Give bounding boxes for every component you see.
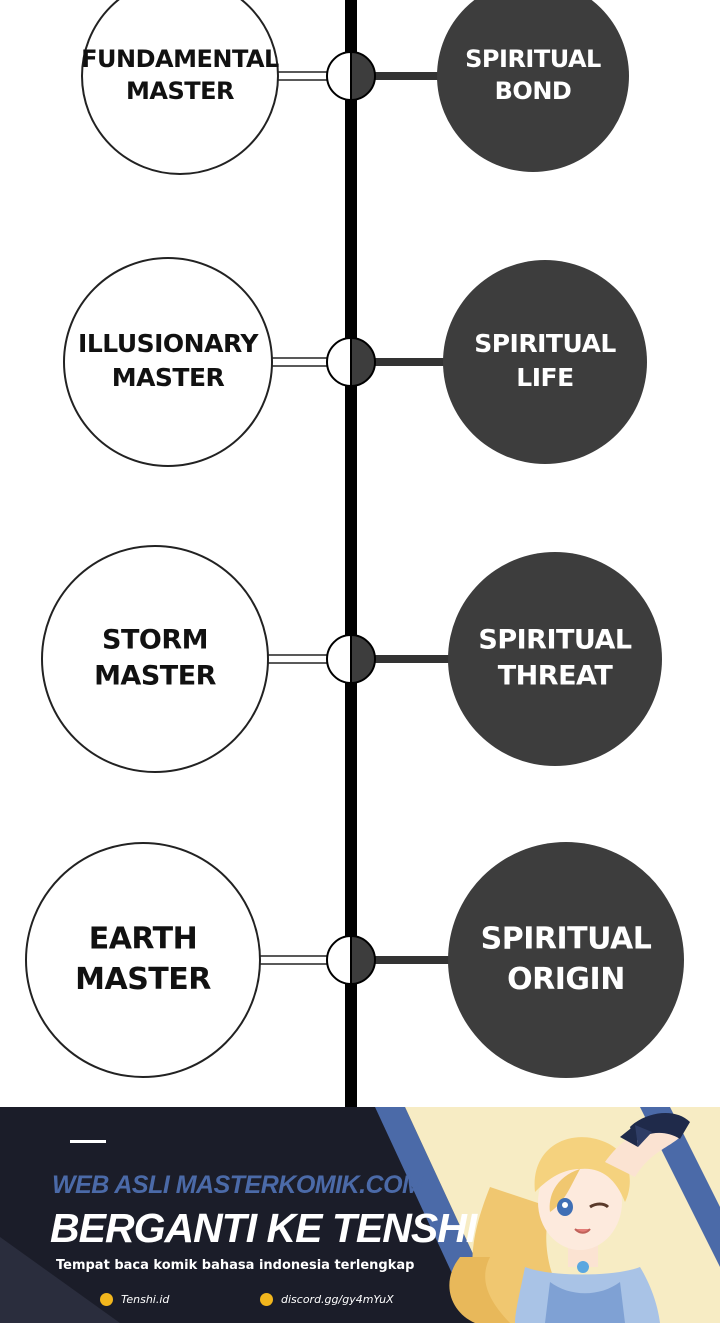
master-circle <box>41 545 269 773</box>
spiritual-circle <box>448 842 684 1078</box>
spiritual-circle <box>437 0 629 172</box>
junction-node-left <box>326 50 352 102</box>
master-circle <box>81 0 279 175</box>
tenshi-link[interactable]: Tenshi.id <box>100 1293 169 1306</box>
spiritual-label: ORIGIN <box>507 962 625 997</box>
junction-node-left <box>326 336 352 388</box>
banner-tagline: Tempat baca komik bahasa indonesia terle… <box>56 1258 415 1273</box>
diagram-rows: FUNDAMENTAL MASTER SPIRITUAL BOND ILLUSIONAR… <box>25 0 684 1078</box>
hierarchy-diagram: FUNDAMENTAL MASTER SPIRITUAL BOND ILLUSIONAR… <box>25 0 684 1107</box>
master-label: FUNDAMENTAL <box>81 45 279 73</box>
junction-node-right <box>350 934 376 986</box>
master-label: STORM <box>102 624 208 655</box>
master-label: EARTH <box>89 921 198 956</box>
junction-node-right <box>350 336 376 388</box>
diagram-row: ILLUSIONARY MASTER SPIRITUAL LIFE <box>63 257 647 467</box>
banner-dash <box>70 1140 106 1143</box>
junction-node-left <box>326 633 352 685</box>
banner-web-text: WEB ASLI MASTERKOMIK.COM <box>52 1171 423 1199</box>
right-connector <box>351 72 441 80</box>
spiritual-label: SPIRITUAL <box>474 329 616 358</box>
timeline-spine <box>345 0 357 1107</box>
promo-banner: WEB ASLI MASTERKOMIK.COM BERGANTI KE TEN… <box>0 1107 720 1323</box>
right-connector <box>351 358 447 366</box>
diagram-row: STORM MASTER SPIRITUAL THREAT <box>41 545 662 773</box>
discord-link[interactable]: discord.gg/gy4mYuX <box>260 1293 394 1306</box>
spiritual-label: THREAT <box>498 661 614 692</box>
master-label: MASTER <box>94 661 217 692</box>
right-connector <box>351 956 452 964</box>
spiritual-label: SPIRITUAL <box>478 624 632 655</box>
diagram-row: EARTH MASTER SPIRITUAL ORIGIN <box>25 842 684 1078</box>
spiritual-label: SPIRITUAL <box>481 921 652 956</box>
diagram-row: FUNDAMENTAL MASTER SPIRITUAL BOND <box>81 0 629 175</box>
master-label: MASTER <box>112 363 225 392</box>
master-label: ILLUSIONARY <box>78 329 259 358</box>
master-label: MASTER <box>75 962 211 997</box>
junction-node-right <box>350 50 376 102</box>
spiritual-label: BOND <box>495 77 572 105</box>
master-circle <box>25 842 261 1078</box>
spiritual-circle <box>443 260 647 464</box>
mascot-illustration <box>449 1112 690 1323</box>
master-label: MASTER <box>126 77 234 105</box>
dot-icon <box>100 1293 113 1306</box>
master-circle <box>63 257 273 467</box>
dot-icon <box>260 1293 273 1306</box>
tenshi-link-label: Tenshi.id <box>121 1293 170 1306</box>
right-connector <box>351 655 452 663</box>
banner-shape-left <box>0 1237 120 1323</box>
banner-title: BERGANTI KE TENSHI.ID <box>50 1205 527 1251</box>
spiritual-label: LIFE <box>516 363 573 392</box>
junction-node-left <box>326 934 352 986</box>
junction-node-right <box>350 633 376 685</box>
discord-link-label: discord.gg/gy4mYuX <box>281 1293 394 1306</box>
spiritual-label: SPIRITUAL <box>465 45 601 73</box>
spiritual-circle <box>448 552 662 766</box>
